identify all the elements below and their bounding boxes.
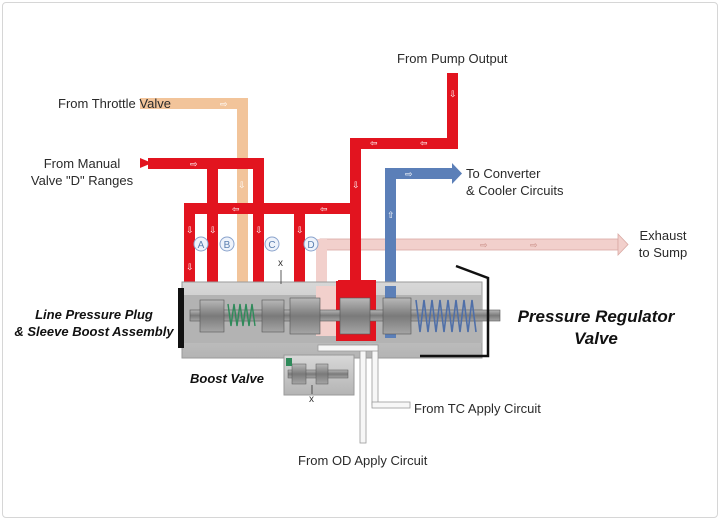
boost-spring [227,303,256,327]
svg-text:⇩: ⇩ [449,89,457,99]
regulator-spring [415,299,477,333]
label-line-pressure-plug: Line Pressure Plug & Sleeve Boost Assemb… [14,307,174,339]
label-manual-valve: From Manual Valve "D" Ranges [30,156,134,188]
label-converter: To Converter & Cooler Circuits [466,166,564,198]
svg-text:⇦: ⇦ [232,204,240,214]
label-pressure-regulator: Pressure Regulator Valve [517,307,675,348]
x-mark-lower: x [309,394,314,405]
boost-valve-body [283,354,355,396]
svg-text:⇨: ⇨ [405,169,413,179]
label-pump-output: From Pump Output [397,51,508,66]
converter-passage: ⇨ ⇧ [385,163,462,338]
regulator-spool [189,297,501,335]
label-exhaust: Exhaust to Sump [638,228,688,260]
svg-text:⇩: ⇩ [352,180,360,190]
svg-text:⇨: ⇨ [190,159,198,169]
port-tag-a: A [193,236,209,252]
port-tag-b: B [219,236,235,252]
label-tc-apply: From TC Apply Circuit [414,401,541,416]
svg-text:C: C [268,240,275,251]
svg-text:⇩: ⇩ [296,225,304,235]
exhaust-passage: ⇨ ⇨ [316,233,629,289]
svg-text:⇨: ⇨ [220,99,228,109]
port-tag-c: C [264,236,280,252]
svg-text:⇦: ⇦ [370,138,378,148]
svg-text:⇩: ⇩ [255,225,263,235]
svg-text:⇦: ⇦ [320,204,328,214]
svg-text:⇨: ⇨ [480,240,488,250]
svg-text:⇩: ⇩ [209,225,217,235]
svg-text:⇨: ⇨ [530,240,538,250]
svg-text:⇩: ⇩ [238,180,246,190]
retainer-bracket [420,264,490,358]
x-mark-upper: x [278,258,283,269]
svg-text:A: A [198,240,205,251]
svg-text:D: D [307,240,314,251]
throttle-passage: ⇨ ⇩ [140,98,248,298]
svg-text:⇦: ⇦ [420,138,428,148]
svg-text:⇩: ⇩ [186,262,194,272]
label-boost-valve: Boost Valve [190,371,264,386]
apply-circuits [317,344,411,444]
label-throttle-valve: From Throttle Valve [58,96,171,111]
svg-text:B: B [224,240,231,251]
svg-text:⇩: ⇩ [186,225,194,235]
flow-arrows-red: ⇩ ⇦ ⇦ ⇨ ⇦ ⇦ ⇩ ⇩ ⇩ ⇩ ⇩ ⇩ [186,89,457,272]
port-tag-d: D [303,236,319,252]
label-od-apply: From OD Apply Circuit [298,453,428,468]
svg-text:⇧: ⇧ [387,210,395,220]
